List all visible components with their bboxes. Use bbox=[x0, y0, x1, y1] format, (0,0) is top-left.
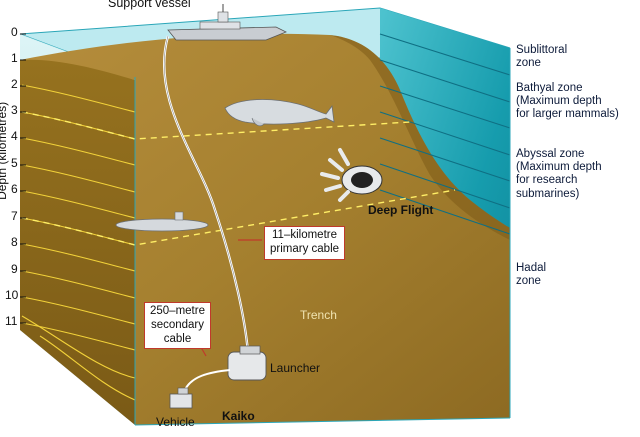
depth-axis-label: Depth (kilometres) bbox=[0, 101, 10, 200]
zone-label-hadal: Hadal zone bbox=[516, 262, 547, 288]
support-vessel-label: Support vessel bbox=[108, 0, 191, 10]
zone-label-bathyal: Bathyal zone (Maximum depth for larger m… bbox=[516, 82, 619, 121]
depth-tick: 0 bbox=[11, 25, 18, 39]
launcher-label: Launcher bbox=[270, 361, 321, 375]
zone-label-abyssal: Abyssal zone (Maximum depth for research… bbox=[516, 148, 602, 200]
zone-label-sublittoral: Sublittoral zone bbox=[516, 44, 568, 70]
depth-tick: 4 bbox=[11, 129, 18, 143]
vehicle-label: Vehicle bbox=[156, 415, 195, 429]
deep-flight-label: Deep Flight bbox=[368, 203, 434, 217]
depth-tick: 3 bbox=[11, 103, 18, 117]
seafloor-slope-shade bbox=[330, 35, 510, 240]
depth-tick: 9 bbox=[11, 262, 18, 276]
primary-cable-callout: 11–kilometre primary cable bbox=[264, 226, 346, 260]
zone-boundary-dashes bbox=[21, 111, 456, 246]
whale-icon bbox=[224, 99, 335, 127]
submarine-icon bbox=[115, 211, 209, 232]
depth-tick: 6 bbox=[11, 182, 18, 196]
water-box-outline bbox=[134, 48, 511, 426]
depth-tick: 11 bbox=[5, 314, 18, 328]
support-vessel-icon bbox=[167, 4, 287, 41]
depth-tick: 7 bbox=[11, 209, 18, 223]
trench-label: Trench bbox=[300, 308, 337, 322]
seafloor-front-face bbox=[20, 57, 135, 425]
depth-tick: 8 bbox=[11, 235, 18, 249]
deep-flight-icon bbox=[320, 148, 383, 202]
right-face-zone-lines bbox=[379, 33, 511, 235]
kaiko-label: Kaiko bbox=[222, 409, 255, 423]
depth-tick: 1 bbox=[11, 51, 18, 65]
depth-tick: 10 bbox=[5, 288, 19, 302]
depth-ticks bbox=[20, 33, 26, 324]
kaiko-vehicle-icon bbox=[169, 387, 193, 409]
launcher-icon bbox=[227, 345, 267, 381]
depth-tick: 2 bbox=[11, 77, 18, 91]
depth-tick: 5 bbox=[11, 156, 18, 170]
secondary-cable-callout: 250–metre secondary cable bbox=[144, 302, 211, 350]
